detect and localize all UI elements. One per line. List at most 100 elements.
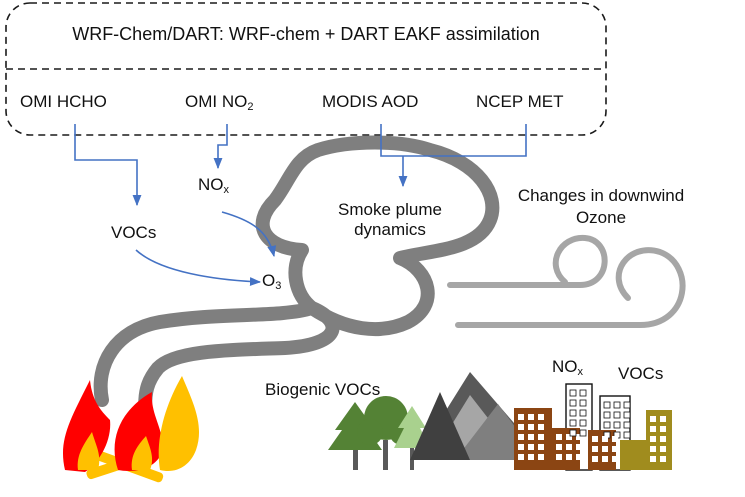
building-window	[612, 436, 618, 442]
label-nox: NOx	[198, 175, 229, 197]
arrow-modis-ncep-plume	[380, 124, 527, 186]
building-window	[576, 444, 582, 450]
building-window	[556, 434, 562, 440]
city-windows	[518, 389, 666, 462]
building-window	[576, 454, 582, 460]
building-window	[518, 414, 524, 420]
building-window	[650, 436, 656, 442]
downwind-label-line2: Ozone	[575, 207, 627, 227]
building-window	[579, 429, 587, 437]
building-window	[650, 416, 656, 422]
input-omi-hcho: OMI HCHO	[20, 92, 107, 111]
wind-curls	[447, 234, 686, 328]
input-ncep-met: NCEP MET	[476, 92, 564, 111]
building-window	[538, 444, 544, 450]
building-window	[538, 414, 544, 420]
building-window	[569, 389, 577, 397]
building-window	[569, 419, 577, 427]
building-window	[556, 444, 562, 450]
building-window	[602, 446, 608, 452]
building-window	[569, 399, 577, 407]
building-window	[566, 454, 572, 460]
label-vocs: VOCs	[111, 223, 157, 242]
arrow-hcho-vocs	[74, 124, 142, 207]
building-window	[518, 444, 524, 450]
building-window	[538, 454, 544, 460]
fire-icon	[62, 376, 200, 483]
building-window	[579, 409, 587, 417]
building-window	[538, 434, 544, 440]
building-window	[660, 436, 666, 442]
label-urban-nox: NOx	[552, 357, 583, 379]
building-window	[566, 434, 572, 440]
omi-no2-base: OMI NO	[185, 92, 248, 111]
plume-label-line1: Smoke plume	[338, 200, 442, 219]
building-window	[623, 401, 631, 409]
building-window	[623, 431, 631, 439]
building-window	[603, 421, 611, 429]
building-window	[528, 414, 534, 420]
building-window	[602, 436, 608, 442]
trees-icon	[328, 396, 430, 470]
plume-label-line2: dynamics	[354, 219, 426, 239]
building-window	[660, 446, 666, 452]
building-window	[528, 454, 534, 460]
arrows	[74, 124, 527, 287]
label-urban-vocs: VOCs	[618, 364, 664, 383]
urban-nox-base: NO	[552, 357, 578, 376]
building-window	[612, 456, 618, 462]
building-window	[650, 446, 656, 452]
box-title: WRF-Chem/DART: WRF-chem + DART EAKF assi…	[72, 24, 540, 44]
nox-base: NO	[198, 175, 224, 194]
assimilation-box	[5, 2, 607, 136]
building-window	[623, 411, 631, 419]
building-window	[603, 401, 611, 409]
o3-base: O	[262, 271, 276, 290]
nox-sub: x	[223, 184, 230, 196]
building-window	[576, 434, 582, 440]
building-window	[569, 429, 577, 437]
building-window	[650, 426, 656, 432]
downwind-label: Changes in downwind Ozone	[506, 186, 696, 227]
building-window	[538, 424, 544, 430]
building-window	[528, 434, 534, 440]
building-window	[612, 446, 618, 452]
building-window	[603, 411, 611, 419]
building-window	[623, 421, 631, 429]
building-window	[650, 456, 656, 462]
input-modis-aod: MODIS AOD	[322, 92, 419, 111]
building-window	[613, 411, 621, 419]
building-window	[592, 446, 598, 452]
label-o3: O3	[262, 271, 281, 293]
o3-sub: 3	[275, 280, 282, 292]
omi-no2-sub: 2	[247, 101, 254, 113]
building-window	[518, 424, 524, 430]
building-window	[518, 454, 524, 460]
plume-label: Smoke plume dynamics	[330, 200, 450, 239]
building-window	[592, 456, 598, 462]
building-window	[528, 444, 534, 450]
arrow-no2-nox	[213, 124, 228, 170]
building-window	[556, 454, 562, 460]
building-window	[602, 456, 608, 462]
urban-nox-sub: x	[577, 366, 584, 378]
building-window	[579, 399, 587, 407]
building-window	[518, 434, 524, 440]
input-omi-no2: OMI NO2	[185, 92, 253, 114]
building-window	[592, 436, 598, 442]
building-window	[579, 419, 587, 427]
building-window	[613, 401, 621, 409]
downwind-label-line1: Changes in downwind	[517, 186, 685, 205]
building-window	[528, 424, 534, 430]
building-window	[660, 426, 666, 432]
label-biogenic-vocs: Biogenic VOCs	[265, 380, 381, 399]
building-window	[613, 421, 621, 429]
building-window	[660, 416, 666, 422]
building-window	[579, 389, 587, 397]
arrow-vocs-o3	[135, 249, 262, 287]
smoke-plume	[93, 135, 500, 427]
building-window	[569, 409, 577, 417]
building-window	[566, 444, 572, 450]
arrow-nox-o3	[221, 211, 277, 258]
